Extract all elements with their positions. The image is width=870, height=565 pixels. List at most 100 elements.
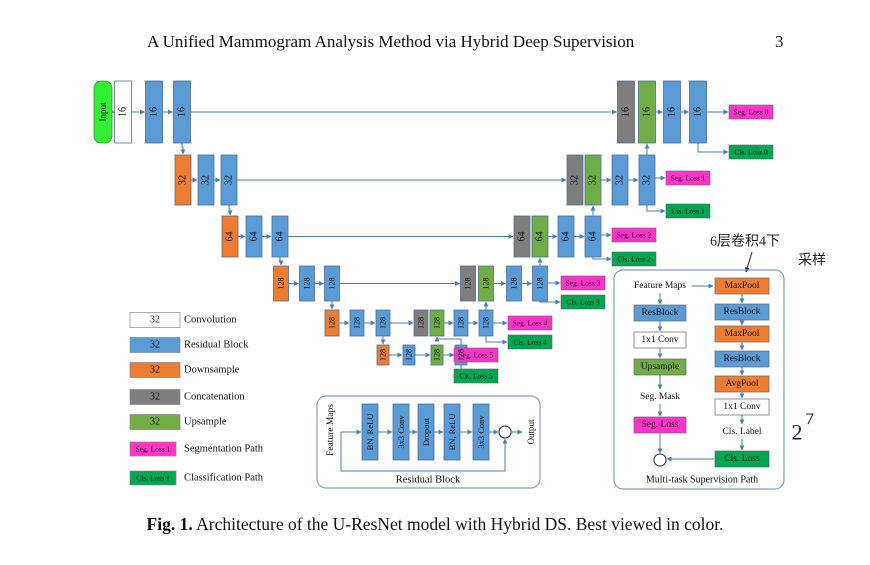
mt-feature-maps: Feature Maps (634, 281, 686, 291)
block-channel-label: 16 (621, 107, 632, 117)
cls-path-arrow (592, 256, 612, 262)
cls-loss-3 (560, 294, 606, 310)
seg-loss-5 (453, 347, 499, 363)
mt-seg-loss (633, 416, 687, 434)
encoder-block-l1 (174, 154, 192, 206)
legend-swatch-label: 32 (150, 315, 160, 326)
seg-loss-4-label: Seg. Loss 4 (513, 319, 548, 328)
encoder-block-l2 (221, 215, 239, 258)
seg-loss-2 (611, 227, 657, 243)
legend-swatch (129, 312, 181, 328)
block-channel-label: 32 (615, 175, 626, 185)
legend-swatch-label: 32 (150, 365, 160, 376)
cls-loss-1 (665, 203, 711, 219)
handwriting-mark: 2 (792, 420, 803, 445)
mt-right-label: MaxPool (725, 329, 760, 339)
encoder-block-l0 (145, 80, 163, 144)
cls-path-arrow (697, 143, 729, 155)
block-channel-label: 64 (249, 232, 260, 242)
handwriting-tick (806, 413, 814, 425)
legend-label: Classification Path (184, 473, 264, 484)
mt-seg-mask: Seg. Mask (640, 392, 680, 402)
decoder-block-l2 (513, 215, 531, 258)
block-channel-label: 128 (433, 317, 442, 329)
decoder-block-l2 (584, 215, 602, 258)
mt-cls-loss-label: Cls. Loss (724, 454, 760, 464)
decoder-block-l1 (566, 154, 584, 206)
decoder-block-l2 (557, 215, 575, 258)
legend-swatch (129, 389, 181, 405)
decoder-block-l4 (453, 309, 469, 337)
block-channel-label: 128 (482, 317, 491, 329)
block-channel-label: 128 (457, 317, 466, 329)
seg-loss-3-label: Seg. Loss 3 (566, 279, 601, 288)
decoder-block-l0 (617, 80, 635, 144)
rb-output-label: Output (526, 419, 536, 445)
encoder-block-l5 (376, 344, 390, 366)
block-channel-label: 16 (667, 107, 678, 117)
block-channel-label: 128 (303, 278, 312, 290)
running-header-title: A Unified Mammogram Analysis Method via … (147, 32, 635, 51)
cls-loss-0 (728, 144, 774, 160)
seg-loss-2-label: Seg. Loss 2 (617, 231, 652, 240)
legend-label: Convolution (184, 315, 237, 326)
cls-loss-5-label: Cls. Loss 5 (459, 372, 493, 381)
mt-sum-node (653, 453, 667, 467)
rb-layer-label: BN, ReLU (365, 414, 375, 451)
mt-right-label: ResBlock (724, 354, 761, 364)
mt-cls-loss (714, 450, 770, 468)
mt-left-box (633, 358, 687, 376)
block-channel-label: 128 (405, 349, 414, 361)
block-channel-label: 128 (510, 278, 519, 290)
handwriting-note: 6层卷积4下 (710, 234, 780, 250)
seg-loss-3 (560, 275, 606, 291)
mt-right-box (714, 303, 770, 321)
rb-layer (361, 403, 379, 461)
block-channel-label: 128 (379, 349, 388, 361)
block-channel-label: 64 (517, 232, 528, 242)
block-channel-label: 64 (225, 232, 236, 242)
legend-swatch (129, 414, 181, 430)
cls-loss-2-label: Cls. Loss 2 (617, 255, 651, 264)
seg-loss-5-label: Seg. Loss 5 (459, 351, 494, 360)
block-channel-label: 64 (588, 232, 599, 242)
legend-swatch (129, 470, 177, 486)
rb-layer-label: BN, ReLU (447, 414, 457, 451)
block-channel-label: 128 (328, 278, 337, 290)
mt-right-label: 1x1 Conv (723, 402, 760, 412)
decoder-block-l1 (584, 154, 602, 206)
legend-swatch (129, 362, 181, 378)
mt-left-label: ResBlock (642, 308, 679, 318)
seg-loss-1-label: Seg. Loss 1 (671, 174, 706, 183)
decoder-block-l0 (689, 80, 707, 144)
block-channel-label: 128 (379, 317, 388, 329)
cls-loss-3-label: Cls. Loss 3 (566, 298, 600, 307)
legend-swatch-label: Cls. Loss 1 (136, 474, 170, 483)
encoder-block-l1 (220, 154, 238, 206)
mt-left-box (633, 331, 687, 349)
block-channel-label: 32 (642, 175, 653, 185)
legend-swatch (129, 441, 177, 457)
mt-right-label: ResBlock (724, 307, 761, 317)
mt-right-box (714, 398, 770, 416)
block-channel-label: 128 (482, 278, 491, 290)
rb-input-label: Feature Maps (326, 404, 336, 456)
encoder-block-l5 (402, 344, 416, 366)
block-channel-label: 128 (353, 317, 362, 329)
mt-left-label: Upsample (641, 362, 680, 372)
decoder-block-l1 (638, 154, 656, 206)
decoder-block-l3 (478, 265, 494, 302)
block-channel-label: 128 (457, 349, 466, 361)
mt-right-label: MaxPool (725, 281, 760, 291)
block-channel-label: 64 (561, 232, 572, 242)
legend-swatch-label: Seg. Loss 1 (136, 445, 171, 454)
cls-loss-5 (453, 368, 499, 384)
encoder-block-l4 (375, 309, 391, 337)
legend-swatch-label: 32 (150, 392, 160, 403)
mt-left-label: 1x1 Conv (641, 335, 678, 345)
rb-sum-node (498, 425, 512, 439)
decoder-block-l2 (531, 215, 549, 258)
cls-path-arrow (646, 205, 666, 214)
legend-label: Downsample (184, 365, 240, 376)
